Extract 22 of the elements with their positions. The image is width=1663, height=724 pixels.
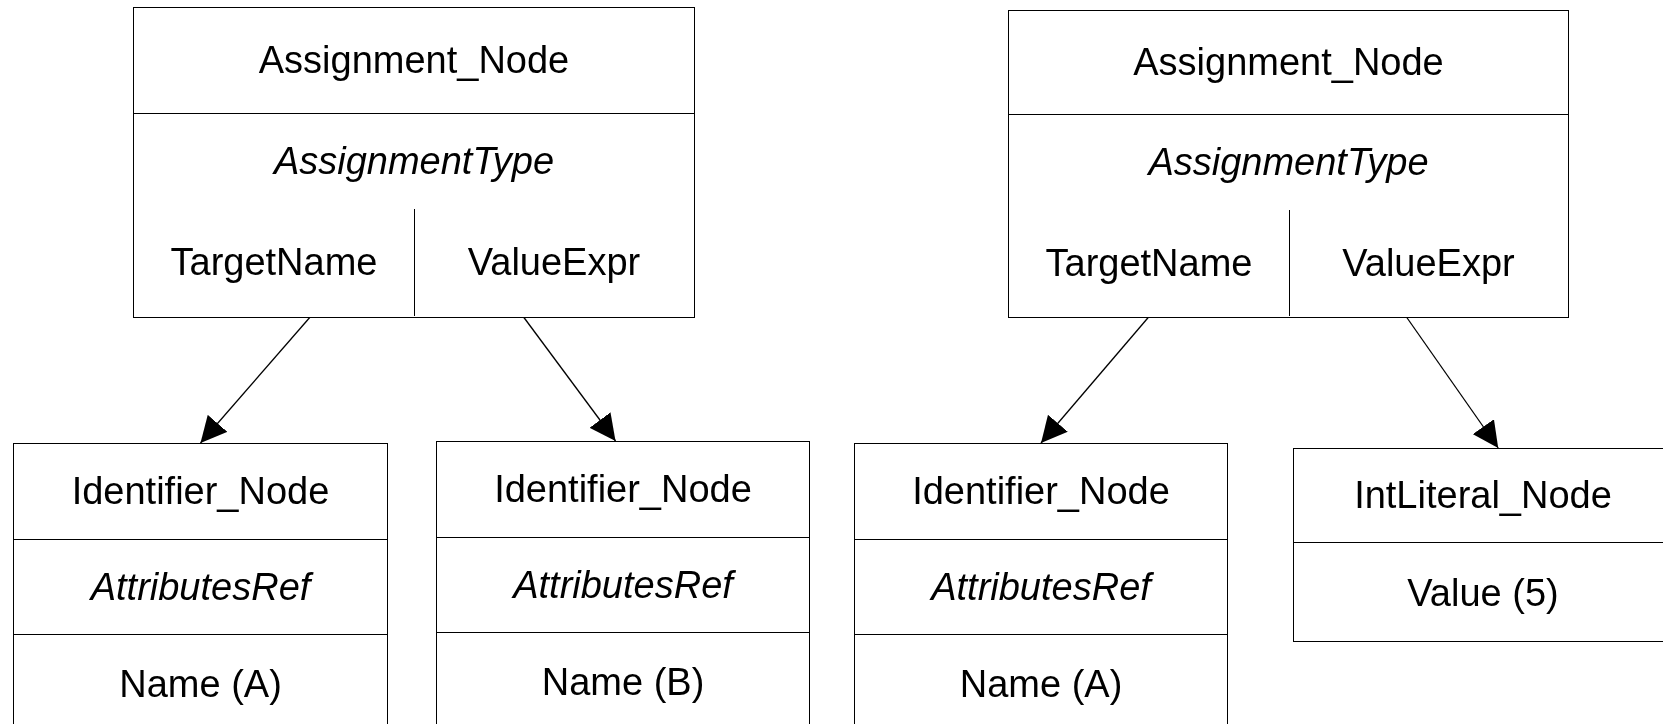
class-title: Identifier_Node bbox=[494, 468, 752, 511]
class-box bbox=[436, 441, 810, 724]
class-box bbox=[133, 7, 695, 318]
type-label: AssignmentType bbox=[1148, 141, 1429, 184]
class-title: Assignment_Node bbox=[1133, 41, 1444, 84]
field-label: TargetName bbox=[170, 241, 378, 284]
class-box bbox=[13, 443, 388, 724]
field-label: ValueExpr bbox=[467, 241, 641, 284]
class-box bbox=[1008, 10, 1569, 318]
field-label: Name (B) bbox=[541, 661, 705, 704]
field-label: ValueExpr bbox=[1342, 241, 1515, 285]
class-title: IntLiteral_Node bbox=[1354, 474, 1612, 517]
field-label: Value (5) bbox=[1407, 571, 1559, 615]
type-label: AssignmentType bbox=[273, 140, 555, 183]
class-box bbox=[854, 443, 1228, 724]
class-box bbox=[1293, 448, 1663, 642]
field-label: TargetName bbox=[1045, 241, 1253, 285]
class-title: Identifier_Node bbox=[71, 470, 330, 513]
field-label: Name (A) bbox=[959, 663, 1123, 706]
class-title: Identifier_Node bbox=[912, 470, 1170, 513]
field-label: Name (A) bbox=[119, 663, 282, 706]
class-title: Assignment_Node bbox=[258, 39, 570, 82]
